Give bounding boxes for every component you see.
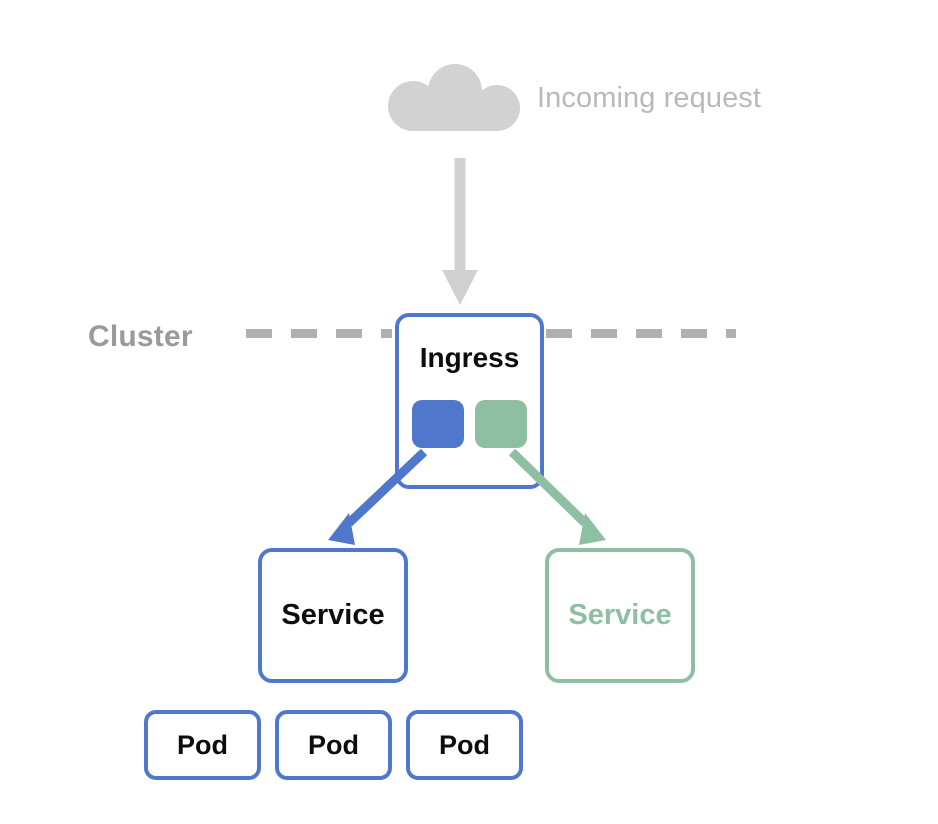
- ingress-swatch-row: [399, 400, 540, 448]
- down-arrow-icon: [440, 158, 480, 306]
- service-node-blue[interactable]: Service: [258, 548, 408, 683]
- pod-label: Pod: [177, 729, 228, 760]
- blue-route-swatch[interactable]: [412, 400, 464, 448]
- ingress-label: Ingress: [419, 342, 520, 373]
- service-label: Service: [281, 599, 385, 631]
- cloud-icon: [386, 64, 523, 131]
- pod-label: Pod: [308, 729, 359, 760]
- incoming-request-label: Incoming request: [537, 82, 762, 114]
- service-node-green[interactable]: Service: [545, 548, 695, 683]
- ingress-node[interactable]: Ingress: [395, 313, 544, 489]
- cluster-boundary-left: [246, 329, 392, 338]
- service-label: Service: [568, 599, 672, 631]
- pod-label: Pod: [439, 729, 490, 760]
- cluster-boundary-right: [546, 329, 736, 338]
- pod-node[interactable]: Pod: [406, 710, 523, 780]
- cluster-label: Cluster: [88, 320, 193, 353]
- green-route-swatch[interactable]: [475, 400, 527, 448]
- pod-node[interactable]: Pod: [275, 710, 392, 780]
- pod-node[interactable]: Pod: [144, 710, 261, 780]
